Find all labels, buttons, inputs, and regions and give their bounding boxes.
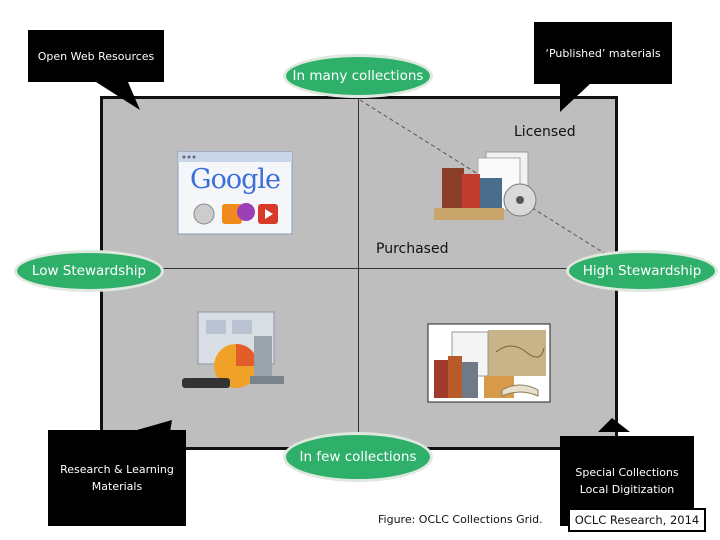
google-logo: Google	[190, 164, 281, 195]
grid-horizontal-axis	[102, 268, 616, 269]
browser-window-icon: Google	[176, 150, 294, 236]
microscope-chart-icon	[176, 306, 294, 392]
label-purchased: Purchased	[376, 241, 449, 257]
books-stack-icon	[428, 148, 544, 224]
oval-many-text: In many collections	[292, 67, 424, 84]
callout-open-web-text: Open Web Resources	[37, 49, 155, 63]
oval-low-stewardship: Low Stewardship	[14, 250, 164, 292]
old-books-map-icon	[426, 322, 552, 404]
credit-text: OCLC Research, 2014	[574, 513, 700, 527]
callout-published-materials: ‘Published’ materials	[534, 22, 672, 84]
oval-high-stewardship: High Stewardship	[566, 250, 718, 292]
callout-published-text: ‘Published’ materials	[545, 46, 661, 60]
callout-research-learning: Research & Learning Materials	[48, 430, 186, 526]
google-logo-text: Google	[190, 164, 281, 195]
oval-low-text: Low Stewardship	[31, 262, 147, 279]
credit-box: OCLC Research, 2014	[568, 508, 706, 532]
callout-research-text: Research & Learning Materials	[60, 463, 174, 493]
figure-caption: Figure: OCLC Collections Grid.	[378, 513, 543, 526]
oval-high-text: High Stewardship	[582, 262, 702, 279]
label-licensed: Licensed	[514, 124, 576, 140]
oval-in-many-collections: In many collections	[283, 54, 433, 98]
oval-in-few-collections: In few collections	[283, 432, 433, 482]
callout-open-web-resources: Open Web Resources	[28, 30, 164, 82]
grid-vertical-axis	[358, 98, 359, 448]
oval-few-text: In few collections	[299, 448, 417, 465]
callout-special-text: Special Collections Local Digitization	[575, 466, 679, 496]
